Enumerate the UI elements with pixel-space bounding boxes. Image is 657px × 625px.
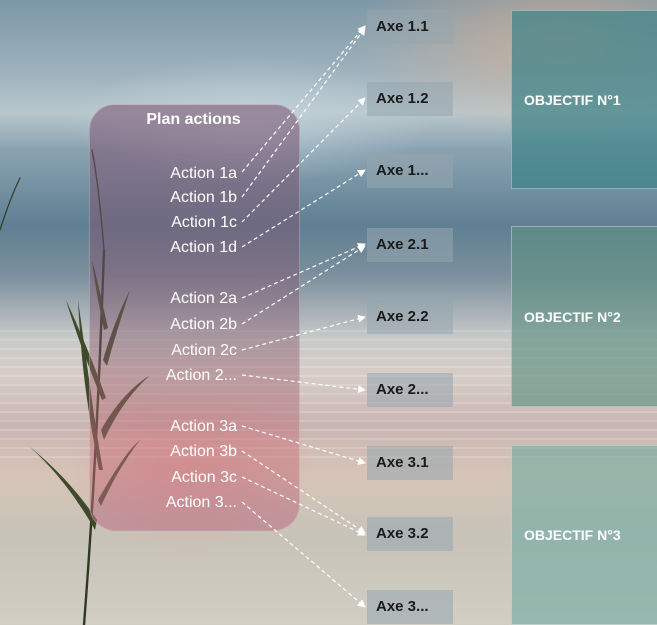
- plan-actions-title: Plan actions: [146, 111, 241, 128]
- arrow-action-3a-to-axe-3-1: [241, 425, 366, 465]
- action-1b: Action 1b: [170, 189, 237, 206]
- plan-actions-box: [89, 104, 300, 531]
- axe-2-1-box: Axe 2.1: [367, 228, 453, 262]
- arrow-action-2a-to-axe-2-1: [241, 243, 366, 299]
- arrow-action-1b-to-axe-1-1: [241, 27, 366, 198]
- axe-1-1-box: Axe 1.1: [367, 10, 453, 44]
- action-2-more: Action 2...: [165, 367, 237, 384]
- action-1c: Action 1c: [171, 214, 237, 231]
- objective-3-box: OBJECTIF N°3: [511, 445, 657, 625]
- action-1d: Action 1d: [170, 239, 237, 256]
- axe-3-2-box: Axe 3.2: [367, 517, 453, 551]
- arrow-action-3-more-to-axe-3-more: [241, 501, 366, 608]
- axe-3-more-box: Axe 3...: [367, 590, 453, 624]
- objective-2-label: OBJECTIF N°2: [524, 308, 621, 325]
- arrow-action-3b-to-axe-3-2: [241, 450, 366, 534]
- axe-1-2-box: Axe 1.2: [367, 82, 453, 116]
- axe-2-2-box: Axe 2.2: [367, 300, 453, 334]
- action-3-more: Action 3...: [165, 494, 237, 511]
- objective-1-box: OBJECTIF N°1: [511, 10, 657, 189]
- action-2c: Action 2c: [171, 342, 237, 359]
- arrow-action-2-more-to-axe-2-more: [241, 374, 366, 394]
- action-1a: Action 1a: [170, 165, 237, 182]
- objective-2-box: OBJECTIF N°2: [511, 226, 657, 407]
- arrow-action-2c-to-axe-2-2: [241, 314, 366, 351]
- action-2b: Action 2b: [170, 316, 237, 333]
- arrow-action-1a-to-axe-1-1: [241, 25, 366, 173]
- action-3b: Action 3b: [170, 443, 237, 460]
- axe-3-1-box: Axe 3.1: [367, 446, 453, 480]
- arrow-action-3c-to-axe-3-2: [241, 476, 366, 536]
- axe-2-more-box: Axe 2...: [367, 373, 453, 407]
- objective-1-label: OBJECTIF N°1: [524, 91, 621, 108]
- action-3c: Action 3c: [171, 469, 237, 486]
- arrow-action-2b-to-axe-2-1: [241, 245, 366, 325]
- action-2a: Action 2a: [170, 290, 237, 307]
- action-3a: Action 3a: [170, 418, 237, 435]
- objective-3-label: OBJECTIF N°3: [524, 527, 621, 543]
- axe-1-more-box: Axe 1...: [367, 154, 453, 188]
- arrow-action-1d-to-axe-1-more: [241, 169, 366, 248]
- arrow-action-1c-to-axe-1-2: [241, 97, 366, 223]
